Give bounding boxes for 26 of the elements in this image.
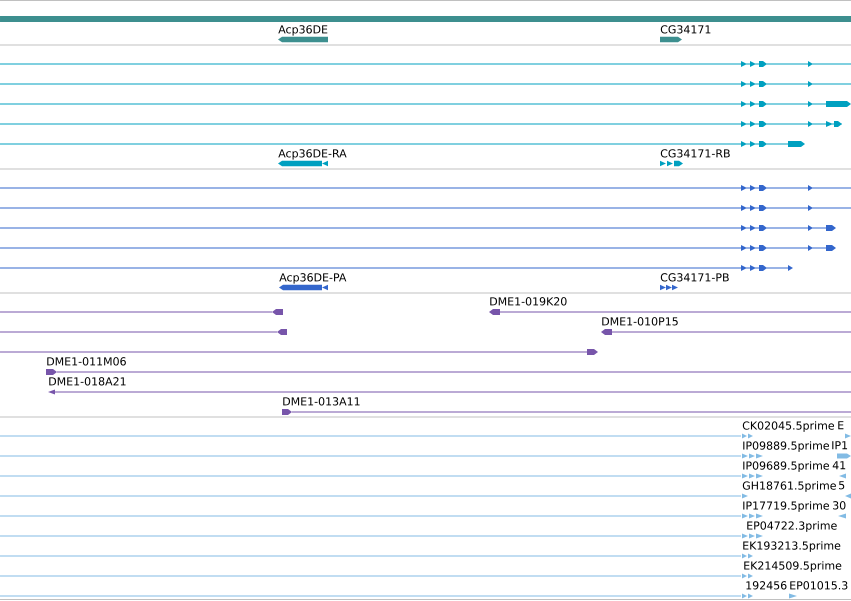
feature-label: EK214509.5prime <box>744 561 842 572</box>
feature-label: DME1-018A21 <box>49 377 126 386</box>
feature-label: IP09889.5prime <box>743 441 830 452</box>
feature-label: Acp36DE-RA <box>278 149 347 160</box>
feature-label: E <box>838 421 844 430</box>
feature-label: CG34171 <box>660 25 710 34</box>
feature-label: Acp36DE <box>278 25 328 36</box>
feature-label: EP01015.3 <box>790 581 848 590</box>
feature-label: 192456 <box>746 581 786 590</box>
feature-label: IP1 <box>832 441 848 450</box>
feature-label: CK02045.5prime <box>742 421 834 432</box>
feature-label: Acp36DE-PA <box>279 273 346 284</box>
feature-label: EK193213.5prime <box>743 541 840 552</box>
feature-label: IP09689.5prime <box>743 461 830 472</box>
feature-label: DME1-019K20 <box>490 297 567 306</box>
feature-label: 30 <box>833 501 846 510</box>
feature-label: 5 <box>839 481 844 490</box>
feature-label: EP04722.3prime <box>747 521 837 532</box>
feature-label: CG34171-RB <box>660 149 730 158</box>
feature-label: DME1-010P15 <box>602 317 678 326</box>
feature-label: DME1-011M06 <box>47 357 126 366</box>
feature-label: IP17719.5prime <box>743 501 830 512</box>
feature-label: CG34171-PB <box>660 273 729 282</box>
feature-label: 41 <box>832 461 846 470</box>
feature-label: DME1-013A11 <box>283 397 360 406</box>
feature-label: GH18761.5prime <box>742 481 836 492</box>
